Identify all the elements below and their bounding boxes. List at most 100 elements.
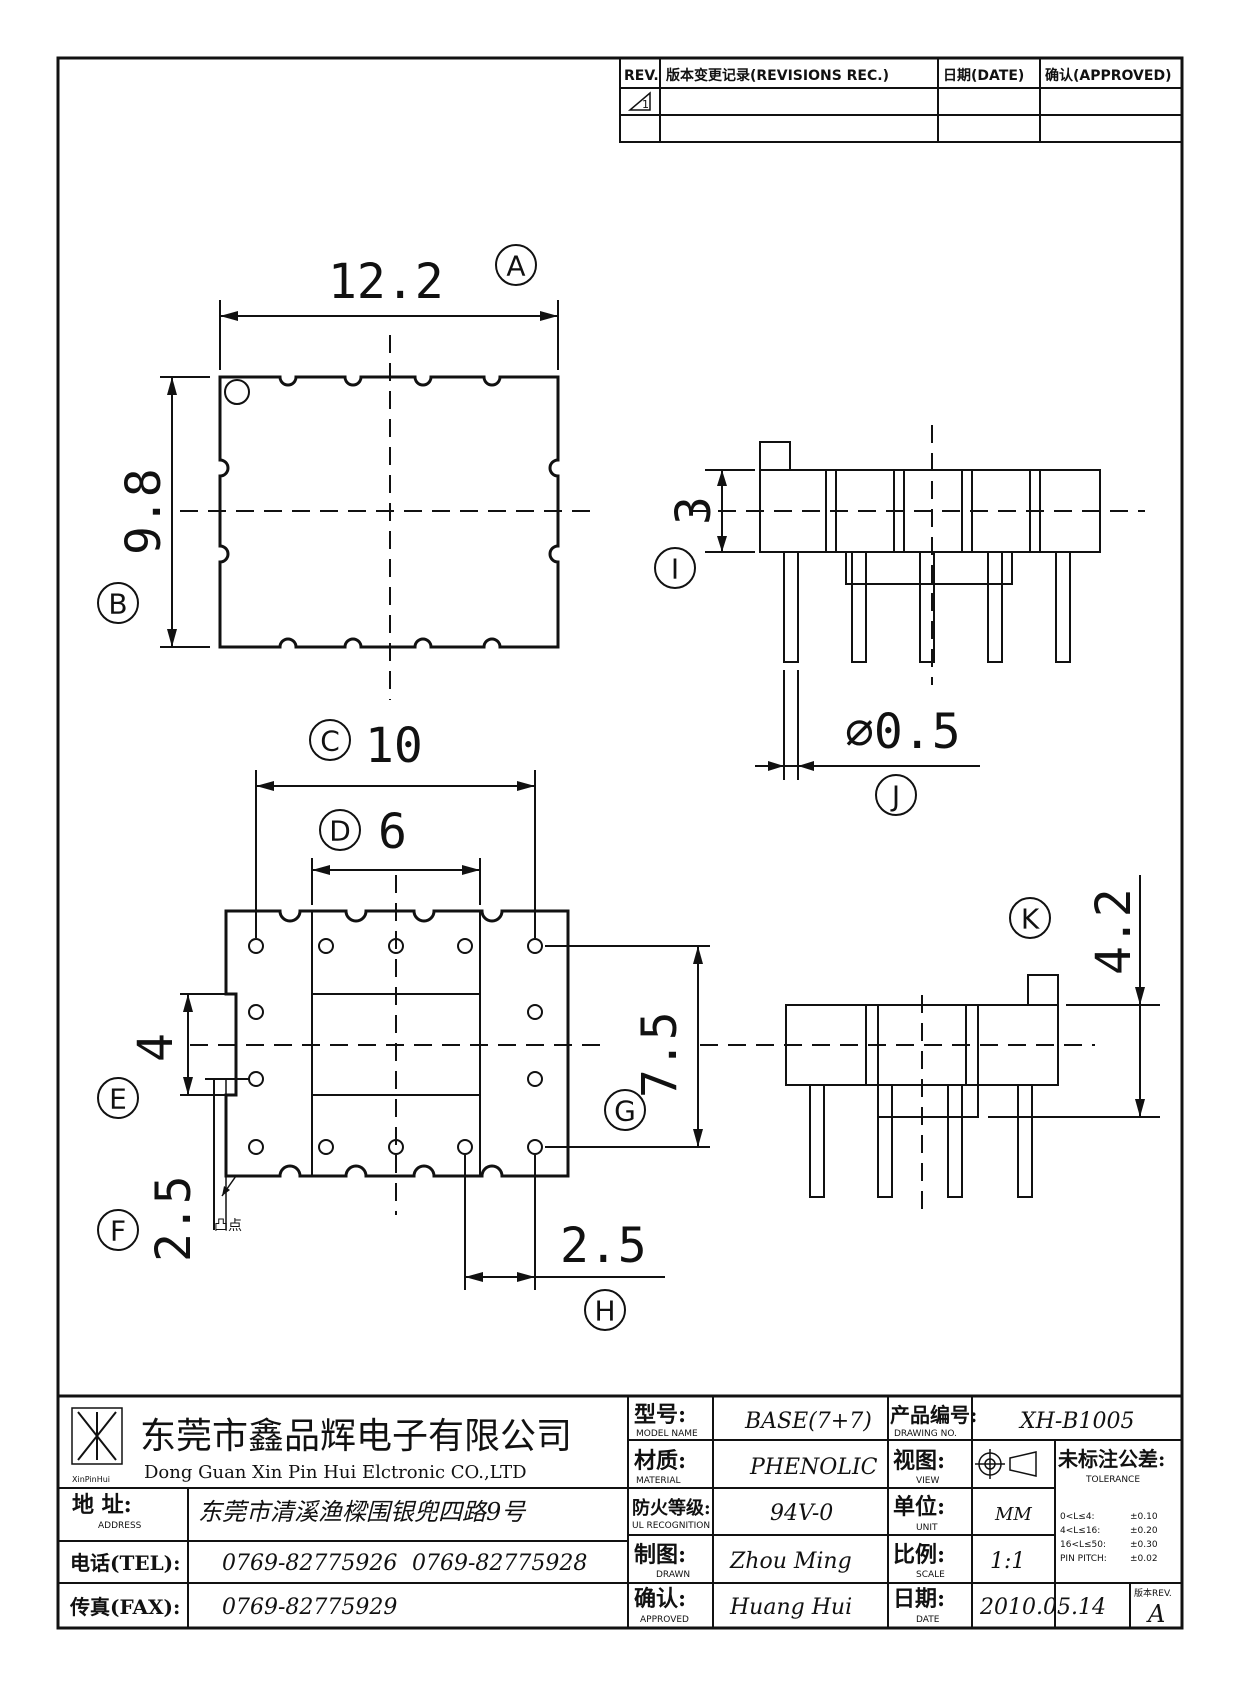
svg-text:B: B — [108, 588, 127, 621]
callout-A: A — [495, 244, 537, 286]
unit-label-en: UNIT — [916, 1523, 938, 1533]
title-block: XinPinHui 东莞市鑫品辉电子有限公司 Dong Guan Xin Pin… — [58, 1394, 1182, 1628]
scale-value: 1:1 — [990, 1549, 1025, 1574]
date-label: 日期: — [893, 1586, 945, 1612]
approved-label: 确认: — [634, 1586, 686, 1612]
rev-header: REV. — [624, 68, 659, 84]
dim-pin-diameter: ⌀0.5 — [845, 704, 961, 760]
callout-K: K — [1009, 897, 1051, 939]
date-label-en: DATE — [916, 1615, 940, 1625]
unit-label: 单位: — [893, 1494, 945, 1520]
tol-range-3: 16<L≤50: — [1060, 1540, 1106, 1550]
drawing-no-label: 产品编号: — [890, 1403, 977, 1427]
rev-approved-header: 确认(APPROVED) — [1045, 67, 1171, 84]
dim-total-height: 4.2 — [1086, 888, 1142, 975]
svg-text:G: G — [614, 1095, 636, 1128]
unit-value: MM — [994, 1504, 1032, 1525]
bump-label: 凸点 — [214, 1218, 242, 1234]
model-label: 型号: — [634, 1402, 686, 1428]
dim-top-width: 12.2 — [328, 254, 444, 310]
svg-text:K: K — [1021, 903, 1040, 936]
callout-C: C — [309, 719, 351, 761]
svg-text:J: J — [890, 780, 900, 813]
callout-F: F — [97, 1209, 139, 1251]
rev-mark: 1 — [642, 98, 649, 111]
dim-side-height: 3 — [666, 496, 722, 525]
drawn-label-en: DRAWN — [656, 1570, 690, 1580]
dim-row-spacing: 7.5 — [632, 1011, 688, 1098]
tol-value-2: ±0.20 — [1130, 1526, 1158, 1536]
fax-label: 传真(FAX): — [69, 1595, 180, 1619]
drawn-value: Zhou Ming — [729, 1549, 852, 1574]
company-logo-icon — [71, 1407, 123, 1465]
callout-J: J — [875, 774, 917, 816]
tol-value-1: ±0.10 — [1130, 1512, 1158, 1522]
dim-mid-spacing: 4 — [128, 1033, 184, 1062]
tol-value-3: ±0.30 — [1130, 1540, 1158, 1550]
drawing-no-value: XH-B1005 — [1018, 1409, 1134, 1434]
address-label-en: ADDRESS — [98, 1521, 142, 1531]
scale-label-en: SCALE — [916, 1570, 945, 1580]
first-angle-projection-icon — [975, 1449, 1037, 1479]
svg-text:D: D — [329, 815, 351, 848]
approved-value: Huang Hui — [729, 1595, 852, 1620]
drawing-no-label-en: DRAWING NO. — [894, 1429, 957, 1439]
sheet-border — [56, 56, 1184, 1630]
side-view-upper — [690, 425, 1145, 780]
tel-value-1: 0769-82775926 — [222, 1551, 397, 1576]
dim-top-height: 9.8 — [116, 468, 172, 555]
svg-text:A: A — [506, 250, 525, 283]
dim-pitch-inner: 6 — [378, 804, 407, 860]
revision-table: REV. 版本变更记录(REVISIONS REC.) 日期(DATE) 确认(… — [619, 57, 1183, 143]
tolerance-label: 未标注公差: — [1058, 1447, 1165, 1471]
material-label-en: MATERIAL — [636, 1476, 681, 1486]
side-view-lower — [700, 875, 1160, 1215]
dim-left-offset: 2.5 — [146, 1175, 202, 1262]
rev-label: 版本REV. — [1134, 1587, 1172, 1599]
model-label-en: MODEL NAME — [636, 1429, 698, 1439]
pin1-marker-icon — [224, 379, 250, 405]
material-label: 材质: — [634, 1448, 686, 1474]
svg-text:C: C — [320, 725, 340, 758]
address-value: 东莞市清溪渔樑围银兜四路9号 — [198, 1498, 527, 1526]
model-value: BASE(7+7) — [744, 1409, 872, 1434]
fax-value: 0769-82775929 — [222, 1595, 397, 1620]
dim-pitch-outer: 10 — [365, 718, 423, 774]
drawn-label: 制图: — [634, 1542, 686, 1568]
material-value: PHENOLIC — [749, 1455, 878, 1480]
svg-text:I: I — [671, 553, 679, 586]
tol-range-2: 4<L≤16: — [1060, 1526, 1100, 1536]
address-label: 地 址: — [72, 1492, 132, 1518]
bottom-view — [180, 770, 710, 1290]
top-view — [160, 300, 590, 700]
fire-rating-value: 94V-0 — [770, 1501, 833, 1526]
approved-label-en: APPROVED — [640, 1615, 689, 1625]
tel-value-2: 0769-82775928 — [412, 1551, 587, 1576]
rev-record-header: 版本变更记录(REVISIONS REC.) — [666, 67, 889, 84]
tolerance-label-en: TOLERANCE — [1085, 1475, 1140, 1485]
logo-text: XinPinHui — [72, 1475, 110, 1484]
fire-rating-label-en: UL RECOGNITION — [632, 1521, 710, 1531]
tol-range-4: PIN PITCH: — [1060, 1554, 1107, 1564]
company-name-en: Dong Guan Xin Pin Hui Elctronic CO.,LTD — [144, 1462, 527, 1483]
rev-value: A — [1146, 1600, 1165, 1628]
view-label: 视图: — [893, 1448, 945, 1474]
svg-text:E: E — [109, 1083, 127, 1116]
callout-I: I — [654, 547, 696, 589]
callout-E: E — [97, 1077, 139, 1119]
svg-text:F: F — [110, 1215, 126, 1248]
svg-text:H: H — [594, 1295, 615, 1328]
view-label-en: VIEW — [916, 1476, 939, 1486]
callout-D: D — [319, 809, 361, 851]
tel-label: 电话(TEL): — [70, 1551, 181, 1575]
date-value: 2010.05.14 — [979, 1595, 1106, 1620]
dim-pin-pitch: 2.5 — [560, 1218, 647, 1274]
revision-triangle-icon — [627, 91, 651, 111]
callout-G: G — [604, 1089, 646, 1131]
callout-B: B — [97, 582, 139, 624]
scale-label: 比例: — [893, 1542, 945, 1568]
fire-rating-label: 防火等级: — [632, 1497, 711, 1519]
callout-H: H — [584, 1289, 626, 1331]
tol-value-4: ±0.02 — [1130, 1554, 1158, 1564]
